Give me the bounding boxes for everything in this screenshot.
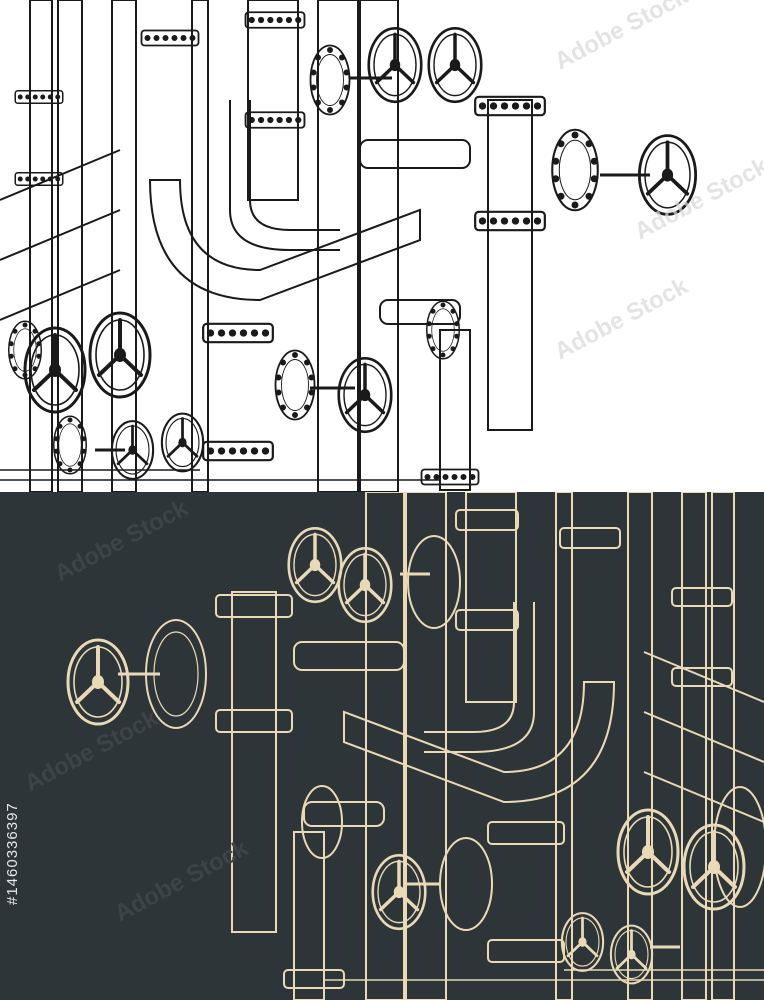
elbow-pipes [293,602,764,827]
svg-text:Adobe Stock: Adobe Stock [20,704,163,797]
vertical-pipes [29,0,533,492]
svg-text:Adobe Stock: Adobe Stock [550,272,693,365]
vertical-pipes [231,492,735,1000]
elbow-pipes [0,100,471,325]
dark-blueprint-panel: Adobe Stock Adobe Stock Adobe Stock [0,492,764,1000]
svg-text:Adobe Stock: Adobe Stock [630,152,764,245]
pipe-flanges [14,11,546,486]
pipe-flanges [145,509,764,989]
svg-text:Adobe Stock: Adobe Stock [50,494,193,587]
dark-pipe-drawing: Adobe Stock Adobe Stock Adobe Stock [20,492,764,1000]
light-pipe-drawing: Adobe Stock Adobe Stock Adobe Stock [0,0,764,492]
light-blueprint-panel: Adobe Stock Adobe Stock Adobe Stock [0,0,764,492]
stock-id-label: #1460336397 [4,802,21,905]
svg-text:Adobe Stock: Adobe Stock [550,0,693,75]
